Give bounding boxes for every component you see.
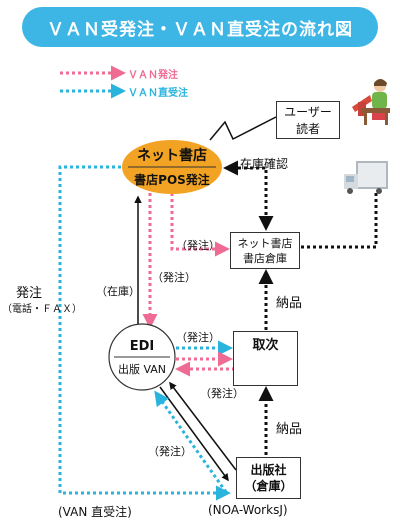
publisher-box: 出版社 （倉庫） — [236, 457, 301, 499]
publisher-to-edi-line — [169, 381, 237, 471]
edi-title: EDI — [129, 338, 155, 354]
publisher-line2: （倉庫） — [244, 479, 293, 493]
warehouse-box: ネット書店 書店倉庫 — [230, 232, 300, 269]
left-order-sublabel: （電話・ＦＡＸ） — [2, 304, 82, 315]
user-line1: ユーザー — [284, 105, 332, 119]
legend-van-direct: ＶＡＮ直受注 — [128, 88, 188, 99]
delivery-lower-label: 納品 — [276, 422, 303, 437]
warehouse-line2: 書店倉庫 — [243, 251, 287, 265]
left-order-label: 発注 — [16, 286, 43, 301]
user-link-line — [209, 116, 277, 141]
user-box: ユーザー 読者 — [276, 101, 340, 139]
order-to-warehouse-label: （発注） — [176, 239, 220, 252]
bottom-right-label: (NOA-WorksJ) — [208, 503, 288, 517]
stock-check-label: 在庫確認 — [240, 157, 289, 171]
direct-order-loop — [58, 165, 231, 501]
order-down-label: （発注） — [152, 271, 196, 284]
stock-label: （在庫） — [96, 285, 140, 298]
edi-subtitle: 出版 VAN — [117, 363, 167, 376]
order-to-distributor-label: （発注） — [176, 331, 220, 344]
truck-delivery-line — [300, 193, 378, 249]
order-to-warehouse-arrow — [170, 193, 230, 257]
diagram-title: ＶＡＮ受発注・ＶＡＮ直受注の流れ図 — [22, 7, 378, 47]
bookstore-subtitle: 書店POS発注 — [134, 172, 210, 187]
publisher-line1: 出版社 — [250, 463, 287, 477]
bookstore-title: ネット書店 — [137, 148, 207, 164]
publisher-to-edi-blue — [154, 390, 228, 493]
user-line2: 読者 — [295, 122, 320, 136]
order-publisher-label: （発注） — [148, 445, 192, 458]
legend-van-order: ＶＡＮ発注 — [128, 70, 178, 81]
order-back-label: （発注） — [200, 387, 244, 400]
edi-to-publisher-line — [159, 386, 229, 482]
distributor-box: 取次 — [233, 331, 298, 386]
delivery-upper-label: 納品 — [276, 296, 303, 311]
bottom-left-label: (VAN 直受注) — [58, 505, 132, 519]
distributor-label: 取次 — [252, 338, 279, 353]
delivery-truck-icon — [344, 161, 388, 194]
stock-check-arrow — [223, 160, 274, 231]
customer-reading-illustration — [352, 79, 390, 125]
warehouse-line1: ネット書店 — [237, 236, 293, 250]
